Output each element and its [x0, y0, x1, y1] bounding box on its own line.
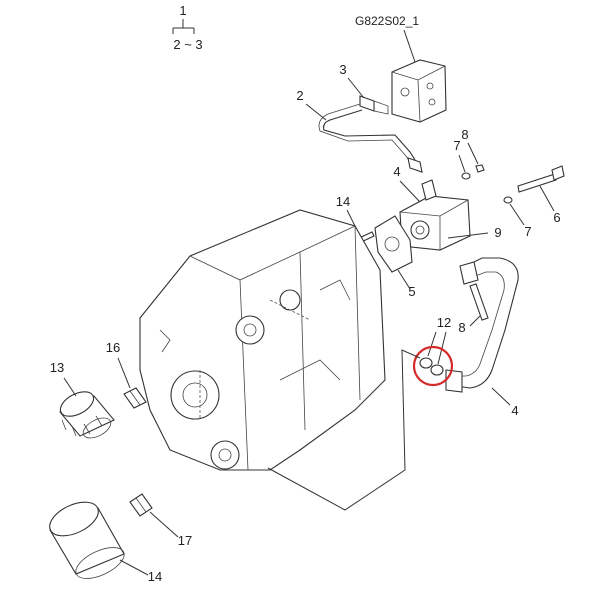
hose-6	[445, 257, 519, 393]
callout-13: 13	[50, 360, 64, 375]
callout-9: 8	[461, 127, 468, 142]
gasket-5	[374, 215, 413, 273]
callout-11: 9	[494, 225, 501, 240]
pump-4	[399, 179, 471, 251]
callout-8b: 7	[524, 224, 531, 239]
adapter-16	[123, 387, 147, 409]
callout-14: 14	[148, 569, 162, 584]
washer-upper	[461, 164, 485, 180]
adapter-17	[129, 493, 153, 517]
part-tree: 1 2 ~ 3	[172, 3, 203, 52]
pipe-2	[318, 103, 423, 173]
bolt-7	[517, 165, 565, 193]
bolt-10	[469, 283, 489, 321]
assembly-code-leader	[403, 29, 416, 63]
callout-3: 3	[339, 62, 346, 77]
callout-12: 12	[437, 315, 451, 330]
filter-13	[59, 391, 115, 439]
o-ring-12	[419, 357, 444, 376]
callout-15: 14	[336, 194, 350, 209]
transmission-housing	[139, 209, 386, 471]
callout-6: 4	[511, 403, 518, 418]
callout-4: 4	[393, 164, 400, 179]
fitting-3	[359, 95, 389, 115]
callout-8a: 7	[453, 138, 460, 153]
callout-7: 6	[553, 210, 560, 225]
assembly-code-label: G822S02_1	[355, 14, 419, 28]
tree-bracket	[172, 19, 195, 34]
callout-2: 2	[296, 88, 303, 103]
highlight-circle	[412, 345, 454, 387]
callout-16: 16	[106, 340, 120, 355]
callout-10: 8	[458, 320, 465, 335]
tree-children-label: 2 ~ 3	[173, 37, 202, 52]
valve-block	[391, 59, 447, 123]
tree-root-label: 1	[179, 3, 186, 18]
washer-lower	[503, 196, 513, 204]
callout-17: 17	[178, 533, 192, 548]
callout-5: 5	[408, 284, 415, 299]
assembly-guide-line	[267, 349, 421, 511]
filter-14	[49, 501, 125, 579]
